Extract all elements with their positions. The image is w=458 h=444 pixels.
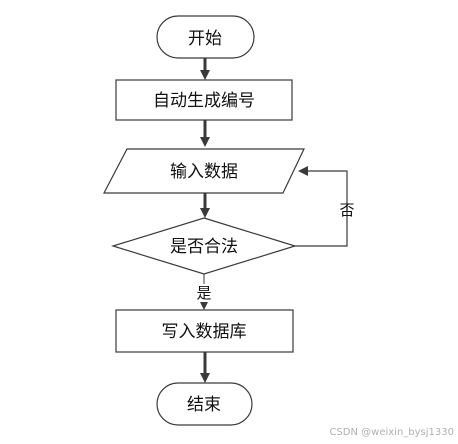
yes-label-bg — [195, 284, 213, 302]
end-label: 结束 — [187, 395, 221, 415]
write-db-node — [115, 309, 294, 353]
write-db-label: 写入数据库 — [162, 322, 247, 342]
no-label: 否 — [339, 201, 354, 219]
is-valid-label: 是否合法 — [170, 237, 238, 257]
input-data-node — [103, 148, 305, 194]
generate-id-node — [115, 79, 293, 121]
input-data-label: 输入数据 — [170, 162, 238, 182]
watermark-text: CSDN @weixin_bysj1330 — [329, 427, 454, 438]
start-label: 开始 — [188, 29, 222, 49]
generate-id-label: 自动生成编号 — [153, 91, 255, 111]
yes-label: 是 — [196, 284, 211, 302]
arrow-no-loop — [295, 166, 348, 247]
end-node — [156, 382, 253, 426]
